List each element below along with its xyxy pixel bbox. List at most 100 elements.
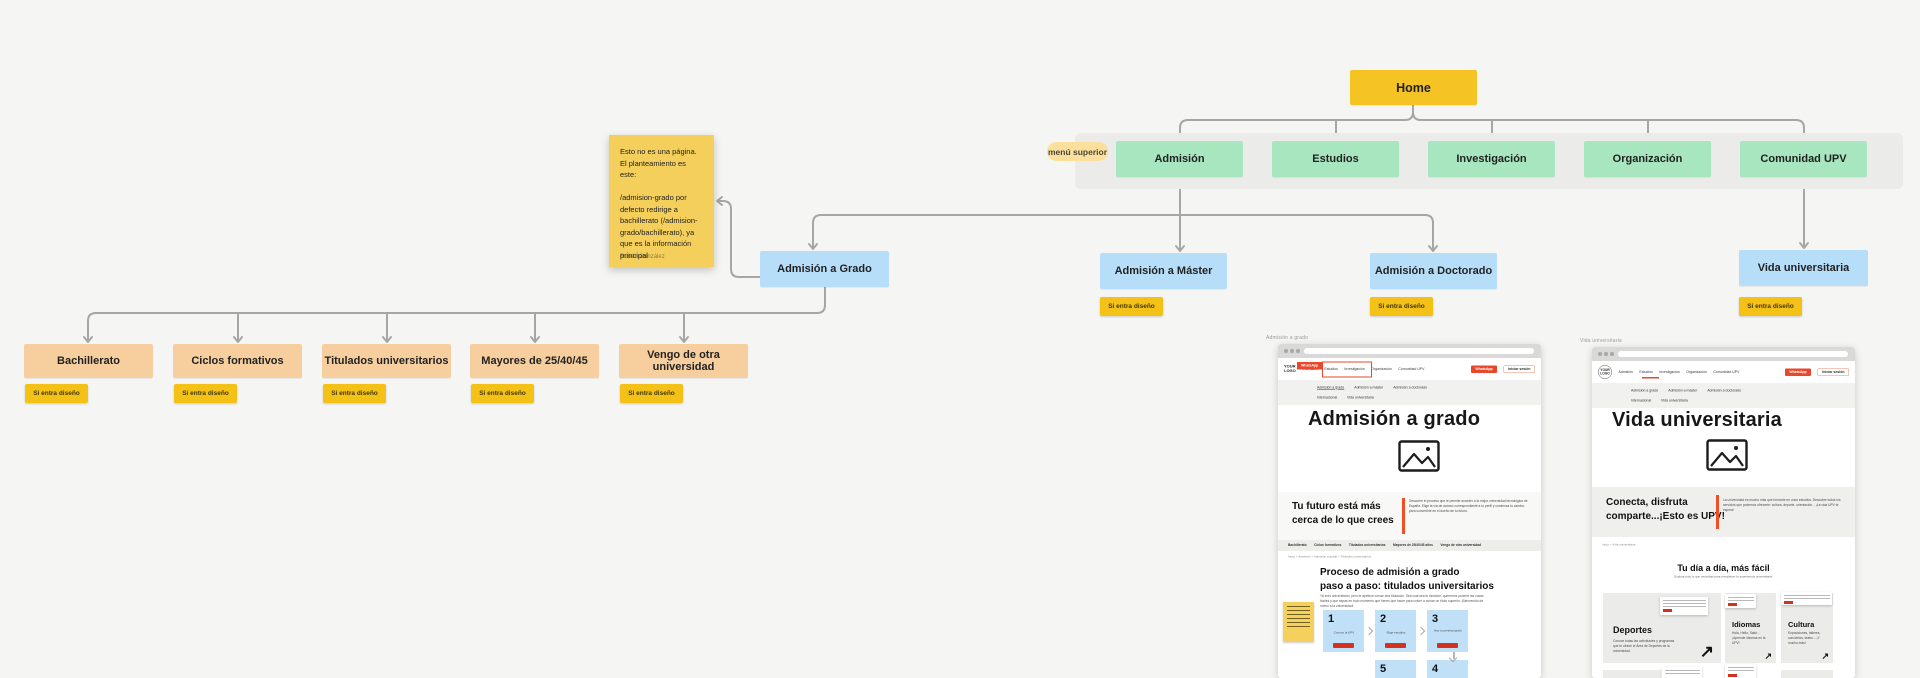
sitemap-node-admision-master[interactable]: Admisión a Máster bbox=[1100, 253, 1227, 289]
design-tag[interactable]: Si entra diseño bbox=[471, 384, 534, 403]
step-number: 2 bbox=[1380, 613, 1387, 625]
sitemap-node-ciclos-formativos[interactable]: Ciclos formativos bbox=[173, 344, 302, 378]
tag-label: Si entra diseño bbox=[1378, 303, 1425, 310]
card-title: Deportes bbox=[1613, 625, 1653, 635]
nav-item: Investigación bbox=[1344, 367, 1365, 371]
step-button bbox=[1385, 643, 1406, 648]
node-label: Home bbox=[1396, 80, 1431, 95]
page-title: Admisión a grado bbox=[1308, 408, 1481, 430]
sitemap-node-admision[interactable]: Admisión bbox=[1116, 141, 1243, 177]
tag-label: Si entra diseño bbox=[628, 390, 675, 397]
design-tag[interactable]: Si entra diseño bbox=[323, 384, 386, 403]
page-thumbnail-vida-universitaria[interactable]: YOUR LOGO Admisión Estudios Investigació… bbox=[1592, 347, 1855, 678]
url-bar bbox=[1304, 348, 1534, 354]
step-number: 1 bbox=[1328, 613, 1335, 625]
step-button bbox=[1333, 643, 1354, 648]
step-card-4: 4 bbox=[1427, 660, 1468, 678]
daily-title: Tu día a día, más fácil bbox=[1677, 563, 1770, 573]
sitemap-node-comunidad-upv[interactable]: Comunidad UPV bbox=[1740, 141, 1867, 177]
step-number: 4 bbox=[1432, 663, 1439, 675]
step-number: 5 bbox=[1380, 663, 1387, 675]
step-card-2: 2 Elige estudios bbox=[1375, 610, 1416, 652]
sitemap-node-bachillerato[interactable]: Bachillerato bbox=[24, 344, 153, 378]
sticky-note[interactable]: Esto no es una página. El planteamiento … bbox=[609, 135, 714, 267]
nav-item: Admisión bbox=[1618, 370, 1633, 374]
tab: Ciclos formativos bbox=[1314, 543, 1342, 548]
profile-tabs: Bachillerato Ciclos formativos Titulados… bbox=[1278, 540, 1541, 551]
site-header: YOUR LOGO Admisión Estudios Investigació… bbox=[1278, 358, 1541, 380]
node-label: Admisión bbox=[1154, 153, 1205, 165]
tab: Bachillerato bbox=[1288, 543, 1307, 548]
submenu-link: Admisión a máster bbox=[1354, 385, 1384, 390]
arrow-up-right-icon: ↗ bbox=[1764, 651, 1772, 661]
node-label: Titulados universitarios bbox=[324, 355, 449, 367]
site-header: YOUR LOGO Admisión Estudios Investigació… bbox=[1592, 361, 1855, 383]
submenu-link: Admisión a doctorado bbox=[1393, 385, 1428, 390]
login-button: Iniciar sesión bbox=[1817, 368, 1849, 376]
design-tag[interactable]: Si entra diseño bbox=[1100, 297, 1163, 316]
step-number: 3 bbox=[1432, 613, 1439, 625]
node-label: Bachillerato bbox=[57, 355, 120, 367]
submenu-link: Admisión a grado bbox=[1317, 385, 1345, 390]
sitemap-node-admision-grado[interactable]: Admisión a Grado bbox=[760, 251, 889, 287]
design-tag[interactable]: Si entra diseño bbox=[174, 384, 237, 403]
window-dot-icon bbox=[1598, 352, 1602, 356]
tab: Vengo de otra universidad bbox=[1440, 543, 1482, 548]
design-tag[interactable]: Si entra diseño bbox=[25, 384, 88, 403]
whatsapp-annotation: WhatsApp bbox=[1297, 362, 1323, 370]
sitemap-node-mayores[interactable]: Mayores de 25/40/45 bbox=[470, 344, 599, 378]
frame-label[interactable]: Vida universitaria bbox=[1580, 338, 1622, 344]
step-label: Haz tu preinscripción bbox=[1433, 629, 1463, 633]
hero-paragraph: La universidad es mucho más que formarte… bbox=[1723, 498, 1841, 512]
login-button: Iniciar sesión bbox=[1503, 365, 1535, 373]
browser-bar bbox=[1278, 344, 1541, 358]
menu-superior-tag[interactable]: menú superior bbox=[1047, 142, 1108, 161]
step-button bbox=[1437, 643, 1458, 648]
sitemap-node-organizacion[interactable]: Organización bbox=[1584, 141, 1711, 177]
submenu-link: Internacional bbox=[1317, 395, 1338, 400]
frame-label[interactable]: Admisión a grado bbox=[1266, 335, 1309, 341]
page-thumbnail-admision-grado[interactable]: YOUR LOGO Admisión Estudios Investigació… bbox=[1278, 344, 1541, 678]
step-card-5: 5 Comienza tu bbox=[1375, 660, 1416, 678]
hero-paragraph: Descubre el proceso que te permite acced… bbox=[1409, 499, 1528, 513]
daily-subtitle: Explora todo lo que necesitas para enriq… bbox=[1674, 575, 1773, 579]
browser-bar bbox=[1592, 347, 1855, 361]
window-dot-icon bbox=[1284, 349, 1288, 353]
tab: Mayores de 25/40/45 años bbox=[1392, 543, 1433, 548]
submenu-link: Admisión a grado bbox=[1631, 388, 1659, 393]
site-logo: YOUR LOGO bbox=[1598, 365, 1612, 379]
card-title: Cultura bbox=[1788, 620, 1815, 629]
sitemap-node-estudios[interactable]: Estudios bbox=[1272, 141, 1399, 177]
sitemap-node-admision-doctorado[interactable]: Admisión a Doctorado bbox=[1370, 253, 1497, 289]
design-tag[interactable]: Si entra diseño bbox=[1739, 297, 1802, 316]
accent-bar bbox=[1716, 495, 1719, 529]
page-title: Vida universitaria bbox=[1612, 409, 1782, 431]
tag-label: Si entra diseño bbox=[1747, 303, 1794, 310]
node-label: Investigación bbox=[1456, 153, 1527, 165]
sitemap-node-otra-universidad[interactable]: Vengo de otra universidad bbox=[619, 344, 748, 378]
nav-item: Organización bbox=[1686, 370, 1707, 374]
sitemap-node-titulados-universitarios[interactable]: Titulados universitarios bbox=[322, 344, 451, 378]
nav-item: Investigación bbox=[1659, 370, 1680, 374]
breadcrumb: Inicio > Vida universitaria bbox=[1602, 543, 1636, 547]
card-partial bbox=[1603, 670, 1661, 678]
sitemap-node-vida-universitaria[interactable]: Vida universitaria bbox=[1739, 250, 1868, 286]
tag-label: Si entra diseño bbox=[182, 390, 229, 397]
sitemap-node-home[interactable]: Home bbox=[1350, 70, 1477, 105]
step-connector bbox=[1453, 652, 1455, 659]
nav-item: Comunidad UPV bbox=[1713, 370, 1740, 374]
mini-note-card bbox=[1725, 664, 1756, 678]
step-label: Elige estudios bbox=[1386, 631, 1406, 635]
design-tag[interactable]: Si entra diseño bbox=[620, 384, 683, 403]
sitemap-node-investigacion[interactable]: Investigación bbox=[1428, 141, 1555, 177]
node-label: Mayores de 25/40/45 bbox=[481, 355, 588, 367]
window-dot-icon bbox=[1290, 349, 1294, 353]
card-title: Idiomas bbox=[1732, 620, 1761, 629]
submenu-link: Vida universitaria bbox=[1661, 398, 1688, 403]
design-tag[interactable]: Si entra diseño bbox=[1370, 297, 1433, 316]
